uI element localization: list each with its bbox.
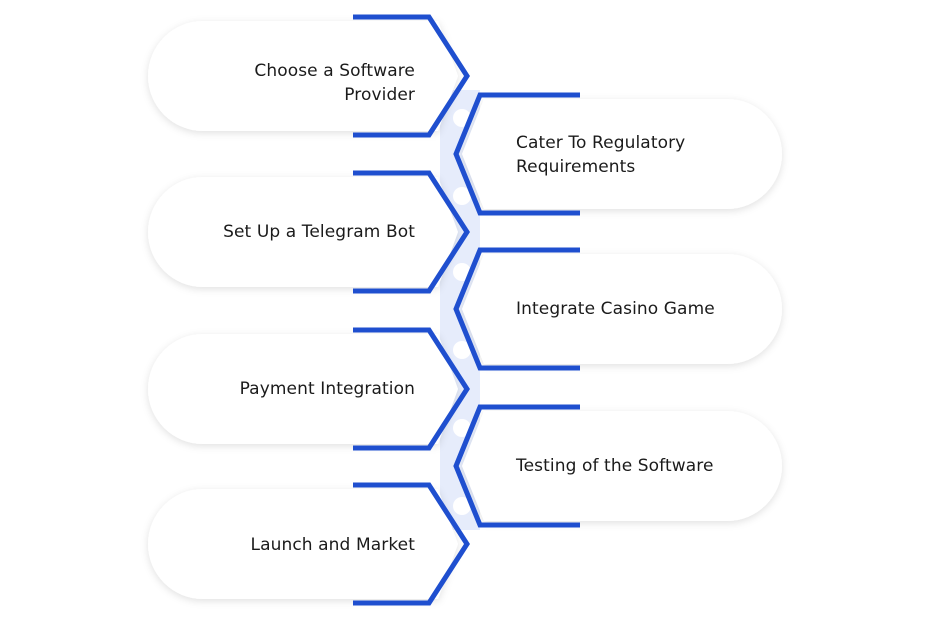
connector-knob bbox=[453, 187, 471, 205]
step-label: Payment Integration bbox=[239, 379, 415, 399]
step-label: Testing of the Software bbox=[516, 456, 714, 476]
step-pill bbox=[462, 411, 782, 521]
step-shape bbox=[148, 170, 470, 294]
step-label: Set Up a Telegram Bot bbox=[223, 222, 415, 242]
step-pill bbox=[462, 99, 782, 209]
step-pill bbox=[462, 254, 782, 364]
connector-knob bbox=[453, 341, 471, 359]
step-shape bbox=[148, 14, 470, 138]
step-chevron bbox=[353, 327, 470, 451]
connector-knob bbox=[453, 263, 471, 281]
step-chevron bbox=[353, 14, 470, 138]
step-label: Cater To Regulatory Requirements bbox=[516, 133, 686, 177]
connector-knob bbox=[453, 419, 471, 437]
step-chevron bbox=[453, 92, 580, 216]
step-shape bbox=[148, 327, 470, 451]
step-shape bbox=[148, 482, 470, 606]
step-chevron bbox=[353, 170, 470, 294]
step-pill bbox=[148, 489, 458, 599]
step-shape bbox=[453, 92, 782, 216]
step-pill bbox=[148, 334, 458, 444]
step-pill bbox=[148, 177, 458, 287]
steps-layer bbox=[148, 14, 782, 606]
step-pill bbox=[148, 21, 458, 131]
step-shape bbox=[453, 247, 782, 371]
step-label: Integrate Casino Game bbox=[516, 299, 715, 319]
step-shape bbox=[453, 404, 782, 528]
connector-knob bbox=[453, 497, 471, 515]
step-label: Launch and Market bbox=[250, 535, 415, 555]
step-label: Choose a Software Provider bbox=[254, 61, 415, 105]
step-chevron bbox=[453, 404, 580, 528]
step-chevron bbox=[453, 247, 580, 371]
step-chevron bbox=[353, 482, 470, 606]
